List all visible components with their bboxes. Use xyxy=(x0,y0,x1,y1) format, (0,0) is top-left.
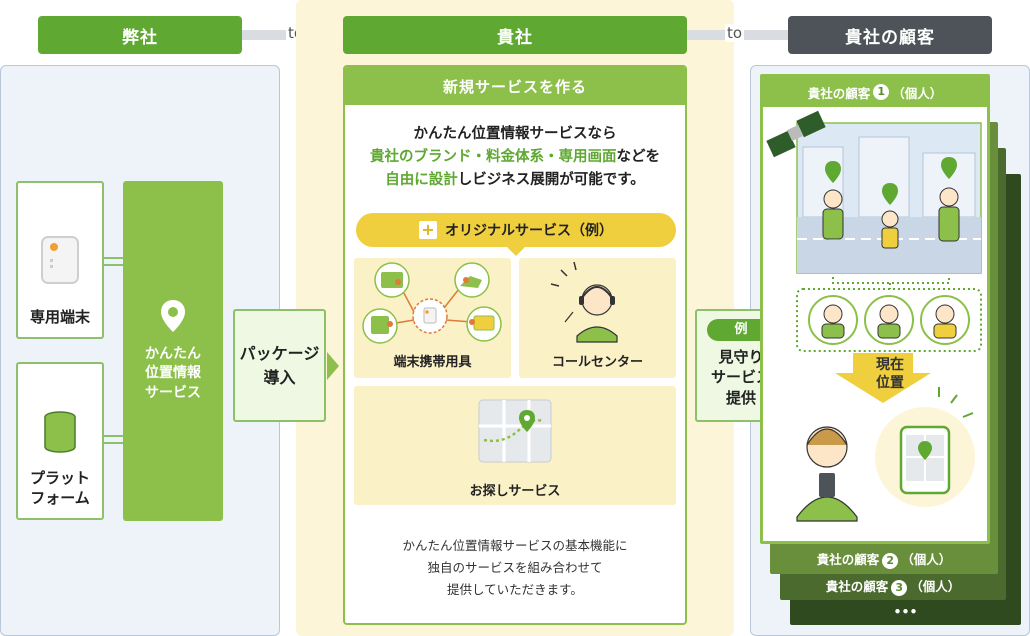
outro-line1: かんたん位置情報サービスの基本機能に xyxy=(402,538,628,553)
service-line3: サービス xyxy=(145,384,201,401)
example-badge: 例 xyxy=(707,319,775,341)
device-label: 専用端末 xyxy=(29,307,90,326)
search-card-label: お探しサービス xyxy=(469,484,561,499)
service-line2: 位置情報 xyxy=(145,365,201,382)
location-service-box: かんたん 位置情報 サービス xyxy=(123,181,223,521)
tracker-device-icon xyxy=(41,235,79,284)
original-service-label: オリジナルサービス（例） xyxy=(445,223,613,239)
connector-line xyxy=(104,435,123,437)
operator-icon xyxy=(550,261,618,343)
outro-line2: 独自のサービスを組み合わせて xyxy=(427,559,603,575)
database-icon xyxy=(44,410,76,453)
intro-line3: 自由に設計しビジネス展開が可能です。 xyxy=(345,169,685,192)
customer-2-suffix: （個人） xyxy=(901,552,952,567)
intro-highlight: 自由に設計 xyxy=(385,172,458,189)
platform-label-line1: プラット xyxy=(29,468,90,487)
connector-line xyxy=(104,257,123,259)
watch-line2: サービス xyxy=(710,368,771,387)
search-card: お探しサービス xyxy=(354,386,676,505)
platform-label-line2: フォーム xyxy=(30,488,90,507)
header-your-customers: 貴社の顧客 xyxy=(788,16,992,54)
outro-line3: 提供していただきます。 xyxy=(447,581,583,597)
carry-gear-icon xyxy=(362,262,502,344)
customer-3-prefix: 貴社の顧客 xyxy=(825,579,889,594)
gear-card-label: 端末携帯用具 xyxy=(393,355,472,370)
number-2-icon: 2 xyxy=(882,553,899,569)
pill-pointer xyxy=(506,246,526,256)
intro-highlight: 貴社のブランド・料金体系・専用画面 xyxy=(370,149,617,166)
new-service-title: 新規サービスを作る xyxy=(345,67,685,105)
new-service-intro: かんたん位置情報サービスなら 貴社のブランド・料金体系・専用画面などを 自由に設… xyxy=(345,123,685,193)
more-dots: ••• xyxy=(893,604,918,619)
current-location-label: 現在 位置 xyxy=(855,356,925,392)
new-service-outro: かんたん位置情報サービスの基本機能に 独自のサービスを組み合わせて 提供していた… xyxy=(345,535,685,601)
arrow-right-icon xyxy=(327,352,339,380)
customer-1-suffix: （個人） xyxy=(892,85,943,101)
plus-icon: + xyxy=(419,221,437,239)
town-scene-illustration xyxy=(766,110,982,522)
intro-text: などを xyxy=(616,149,661,166)
map-pin-icon xyxy=(161,299,185,332)
call-center-card-label: コールセンター xyxy=(551,355,643,370)
map-search-icon xyxy=(478,399,552,463)
package-intro-box: パッケージ 導入 xyxy=(233,309,326,422)
customer-2-prefix: 貴社の顧客 xyxy=(816,552,880,567)
original-service-pill: + オリジナルサービス（例） xyxy=(356,213,676,247)
header-our-company: 弊社 xyxy=(38,16,242,54)
intro-text: しビジネス展開が可能です。 xyxy=(457,172,645,189)
gear-card: 端末携帯用具 xyxy=(354,258,511,378)
package-line2: 導入 xyxy=(263,367,296,387)
current-line2: 位置 xyxy=(876,375,904,392)
new-service-box: 新規サービスを作る かんたん位置情報サービスなら 貴社のブランド・料金体系・専用… xyxy=(343,65,687,625)
customer-3-suffix: （個人） xyxy=(910,579,961,594)
watch-line1: 見守り xyxy=(718,348,764,366)
connector-line xyxy=(104,442,123,444)
device-box: 専用端末 xyxy=(16,181,104,339)
intro-line2: 貴社のブランド・料金体系・専用画面などを xyxy=(345,146,685,169)
service-line1: かんたん xyxy=(145,345,201,362)
header-your-company: 貴社 xyxy=(343,16,687,54)
intro-line1: かんたん位置情報サービスなら xyxy=(413,126,617,142)
platform-box: プラット フォーム xyxy=(16,362,104,520)
number-1-icon: 1 xyxy=(873,84,890,100)
package-line1: パッケージ xyxy=(239,344,320,364)
watch-line3: 提供 xyxy=(725,388,756,407)
current-line1: 現在 xyxy=(876,357,904,373)
to-label: to xyxy=(725,24,745,42)
call-center-card: コールセンター xyxy=(519,258,676,378)
number-3-icon: 3 xyxy=(891,580,908,596)
connector-line xyxy=(104,264,123,266)
customer-1-prefix: 貴社の顧客 xyxy=(807,85,871,101)
